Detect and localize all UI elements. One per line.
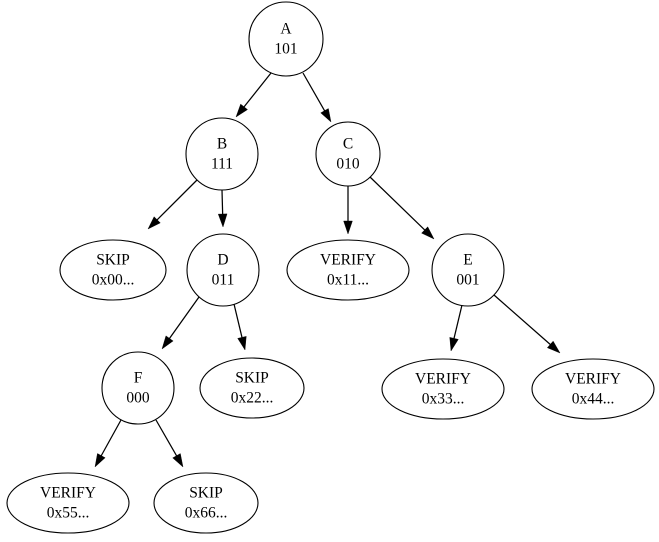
node-label-primary: D — [217, 252, 228, 269]
node-shape-ellipse — [153, 472, 259, 534]
edge-e-to-verify44 — [493, 294, 561, 354]
node-label-secondary: 0x22... — [231, 390, 274, 407]
node-label-primary: SKIP — [235, 370, 269, 387]
edge-line — [233, 303, 244, 340]
node-verify11[interactable]: VERIFY 0x11... — [286, 239, 410, 301]
node-label-secondary: 101 — [274, 41, 297, 58]
edge-c-to-e — [369, 176, 435, 240]
node-shape-ellipse — [381, 358, 505, 420]
edge-line — [302, 72, 327, 113]
edge-arrowhead — [172, 453, 184, 468]
edge-c-to-verify11 — [343, 186, 353, 235]
edge-arrowhead — [421, 226, 435, 240]
node-shape-ellipse — [199, 357, 305, 419]
node-label-secondary: 0x11... — [327, 272, 369, 289]
edge-line — [99, 419, 122, 458]
node-label-primary: VERIFY — [40, 485, 96, 502]
node-shape-circle — [101, 351, 175, 425]
edge-arrowhead — [147, 216, 161, 230]
edge-line — [452, 304, 463, 341]
edge-d-to-skip22 — [233, 303, 247, 351]
edge-a-to-c — [302, 72, 332, 123]
node-skip66[interactable]: SKIP 0x66... — [153, 472, 259, 534]
edge-b-to-d — [217, 189, 228, 228]
node-label-primary: VERIFY — [565, 371, 621, 388]
node-label-secondary: 111 — [211, 156, 233, 173]
node-verify44[interactable]: VERIFY 0x44... — [531, 358, 655, 420]
edge-arrowhead — [237, 336, 247, 351]
node-a[interactable]: A 101 — [248, 1, 324, 77]
node-label-secondary: 011 — [212, 272, 235, 289]
node-b[interactable]: B 111 — [185, 117, 259, 191]
edge-arrowhead — [217, 213, 228, 228]
edge-line — [155, 419, 179, 458]
node-skip00[interactable]: SKIP 0x00... — [59, 239, 167, 301]
node-verify55[interactable]: VERIFY 0x55... — [6, 472, 130, 534]
node-shape-circle — [248, 1, 324, 77]
node-shape-ellipse — [6, 472, 130, 534]
node-label-primary: B — [217, 136, 227, 153]
edge-b-to-skip00 — [147, 179, 198, 230]
edge-f-to-skip66 — [155, 419, 184, 468]
node-shape-circle — [315, 121, 381, 187]
edge-arrowhead — [235, 103, 248, 118]
node-d[interactable]: D 011 — [186, 233, 260, 307]
node-f[interactable]: F 000 — [101, 351, 175, 425]
edge-line — [242, 72, 272, 109]
node-label-primary: SKIP — [96, 252, 130, 269]
edge-arrowhead — [343, 220, 353, 235]
node-label-primary: VERIFY — [320, 252, 376, 269]
node-verify33[interactable]: VERIFY 0x33... — [381, 358, 505, 420]
node-label-primary: SKIP — [189, 485, 223, 502]
node-label-primary: C — [343, 136, 353, 153]
node-c[interactable]: C 010 — [315, 121, 381, 187]
edge-e-to-verify33 — [449, 304, 463, 352]
edge-arrowhead — [161, 335, 174, 350]
node-shape-circle — [185, 117, 259, 191]
node-label-secondary: 0x55... — [47, 505, 90, 522]
edge-line — [167, 296, 200, 341]
nodes-layer: A101B111C010SKIP0x00...D011VERIFY0x11...… — [6, 1, 655, 534]
node-label-primary: VERIFY — [415, 371, 471, 388]
node-shape-ellipse — [286, 239, 410, 301]
edge-d-to-f — [161, 296, 200, 350]
edge-arrowhead — [546, 340, 561, 354]
node-e[interactable]: E 001 — [431, 233, 505, 307]
node-label-secondary: 0x44... — [572, 391, 615, 408]
node-skip22[interactable]: SKIP 0x22... — [199, 357, 305, 419]
edge-arrowhead — [449, 337, 459, 352]
node-label-primary: A — [280, 21, 292, 38]
edge-arrowhead — [94, 453, 106, 468]
edge-f-to-verify55 — [94, 419, 122, 468]
edges-layer — [94, 72, 561, 468]
node-shape-circle — [186, 233, 260, 307]
node-shape-ellipse — [59, 239, 167, 301]
node-label-secondary: 001 — [456, 272, 479, 289]
edge-a-to-b — [235, 72, 272, 118]
edge-line — [369, 176, 427, 232]
node-shape-circle — [431, 233, 505, 307]
edge-line — [493, 294, 553, 347]
edge-arrowhead — [320, 108, 332, 123]
node-label-primary: F — [134, 370, 143, 387]
node-label-secondary: 010 — [336, 156, 360, 173]
node-label-secondary: 000 — [126, 390, 150, 407]
edge-line — [155, 179, 198, 222]
edge-line — [221, 189, 224, 217]
node-label-primary: E — [463, 252, 472, 269]
node-label-secondary: 0x00... — [92, 272, 135, 289]
node-shape-ellipse — [531, 358, 655, 420]
node-label-secondary: 0x33... — [422, 391, 465, 408]
node-label-secondary: 0x66... — [185, 505, 228, 522]
